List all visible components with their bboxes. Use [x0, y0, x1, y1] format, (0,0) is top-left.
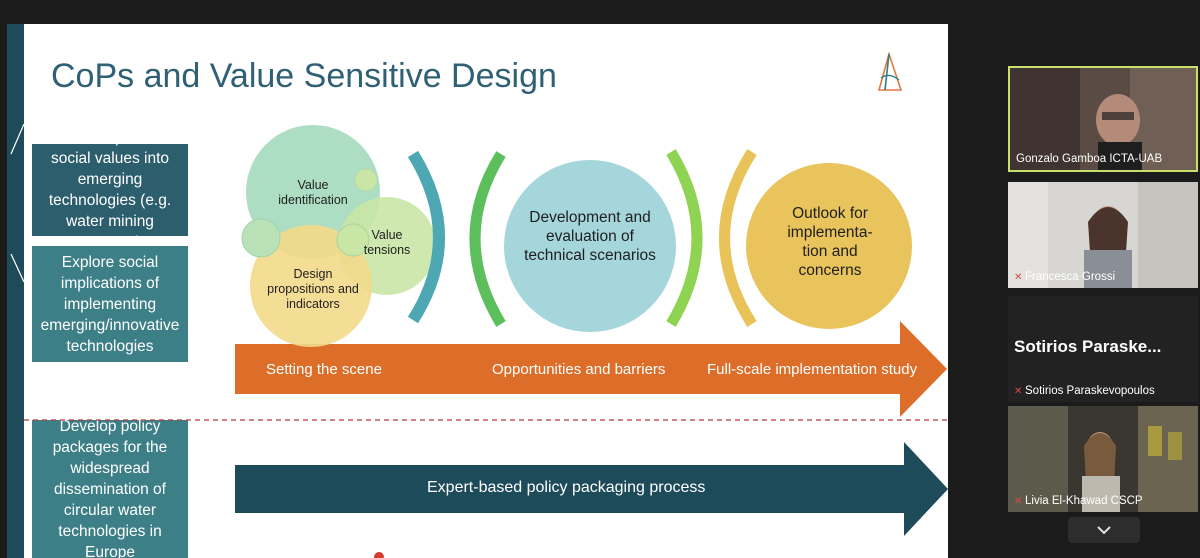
video-feed — [1008, 406, 1198, 512]
arrow-label-opportunities: Opportunities and barriers — [492, 361, 666, 378]
label-value-tensions: Value tensions — [363, 228, 411, 257]
label-outlook: Outlook for implementa-tion and concerns — [787, 205, 873, 279]
chevron-down-icon — [1097, 526, 1111, 535]
label-value-identification: Value identification — [278, 178, 348, 207]
circle-small-right — [336, 223, 370, 257]
bracket-4 — [719, 149, 757, 327]
participant-tile-gonzalo[interactable]: Gonzalo Gamboa ICTA-UAB — [1008, 66, 1198, 172]
participant-display-name: Sotirios Paraske... — [1014, 337, 1162, 356]
participant-tile-livia[interactable]: ✕Livia El-Khawad CSCP — [1008, 406, 1198, 512]
participants-panel: Gonzalo Gamboa ICTA-UAB ✕Francesca Gross… — [948, 24, 1200, 558]
pointer-indicator — [374, 552, 384, 558]
objective-box-policy-packages: Develop policy packages for the widespre… — [32, 418, 188, 558]
arrow-label-setting-scene: Setting the scene — [266, 361, 382, 378]
bracket-3 — [666, 149, 703, 327]
presentation-slide: CoPs and Value Sensitive Design To incor… — [7, 24, 948, 558]
mic-muted-icon: ✕ — [1014, 386, 1023, 397]
slide-title: CoPs and Value Sensitive Design — [51, 57, 557, 95]
participant-name-row: ✕Sotirios Paraskevopoulos — [1014, 385, 1155, 397]
arrow-label-policy-packaging: Expert-based policy packaging process — [427, 479, 706, 496]
participant-tile-sotirios[interactable]: Sotirios Paraske... ✕Sotirios Paraskevop… — [1008, 296, 1198, 402]
participant-name: Gonzalo Gamboa ICTA-UAB — [1016, 153, 1163, 165]
scroll-down-button[interactable] — [1068, 517, 1140, 543]
navy-arrow — [235, 442, 948, 536]
mic-muted-icon: ✕ — [1014, 496, 1023, 507]
participant-name-row: ✕Livia El-Khawad CSCP — [1014, 495, 1143, 507]
circle-outlook — [746, 163, 912, 329]
label-design-propositions: Design propositions and indicators — [267, 267, 359, 311]
orange-arrow — [235, 321, 947, 417]
decorative-lines — [10, 123, 25, 283]
circle-small-left — [241, 218, 281, 258]
label-development: Development and evaluation of technical … — [524, 209, 656, 264]
participant-name-row: ✕Francesca Grossi — [1014, 271, 1115, 283]
participant-name: Francesca Grossi — [1025, 271, 1116, 283]
bracket-2 — [469, 151, 506, 327]
bracket-1 — [407, 150, 445, 324]
participant-name: Livia El-Khawad CSCP — [1025, 495, 1143, 507]
objective-box-social-implications: Explore social implications of implement… — [32, 246, 188, 362]
video-feed — [1010, 68, 1196, 170]
circle-design-propositions — [250, 225, 372, 347]
diagram-shapes — [24, 125, 948, 536]
participant-tile-francesca[interactable]: ✕Francesca Grossi — [1008, 182, 1198, 288]
circle-small-top — [354, 168, 378, 192]
logo-icon — [877, 52, 903, 91]
participant-name: Sotirios Paraskevopoulos — [1025, 385, 1155, 397]
slide-left-strip — [7, 24, 24, 558]
mic-muted-icon: ✕ — [1014, 272, 1023, 283]
circle-development — [504, 160, 676, 332]
video-feed — [1008, 182, 1198, 288]
arrow-label-full-scale: Full-scale implementation study — [707, 361, 918, 378]
